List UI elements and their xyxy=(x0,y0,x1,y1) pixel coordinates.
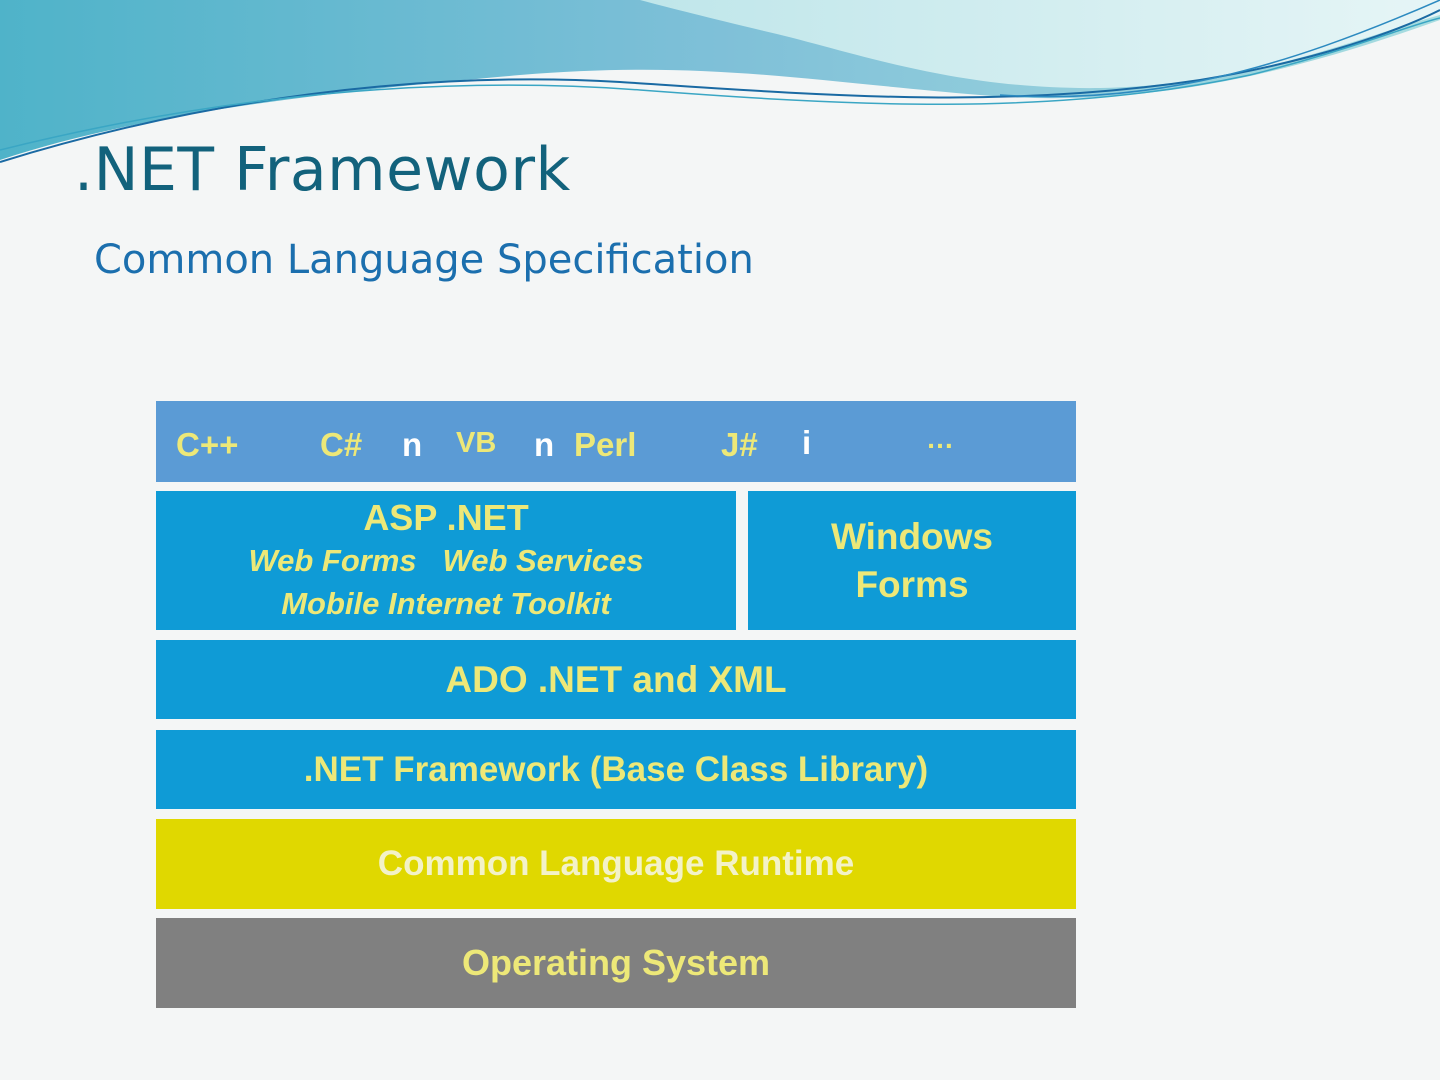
windows-forms-line1: Windows xyxy=(830,515,994,557)
operating-system-label: Operating System xyxy=(461,942,771,983)
asp-net-mobile-toolkit: Mobile Internet Toolkit xyxy=(281,585,611,621)
common-language-runtime-label: Common Language Runtime xyxy=(377,844,855,883)
language-ellipsis: … xyxy=(926,423,954,454)
windows-forms-layer: Windows Forms xyxy=(748,491,1076,630)
header-wave-decoration xyxy=(0,0,1440,163)
language-jsharp: J# xyxy=(721,426,758,463)
base-class-library-label: .NET Framework (Base Class Library) xyxy=(303,749,929,789)
language-vb: VB xyxy=(456,427,497,459)
language-bar: C++ C# n VB n Perl J# i … xyxy=(156,401,1076,482)
ado-net-xml-layer: ADO .NET and XML xyxy=(156,640,1076,719)
language-csharp: C# xyxy=(320,426,363,463)
language-fragment: i xyxy=(802,424,812,461)
base-class-library-layer: .NET Framework (Base Class Library) xyxy=(156,730,1076,809)
language-perl: Perl xyxy=(574,426,637,463)
operating-system-layer: Operating System xyxy=(156,918,1076,1008)
asp-net-layer: ASP .NET Web Forms Web Services Mobile I… xyxy=(156,491,736,630)
language-fragment: n xyxy=(402,426,423,463)
language-fragment: n xyxy=(534,426,555,463)
slide-title: .NET Framework xyxy=(74,135,571,205)
asp-net-title: ASP .NET xyxy=(363,496,529,538)
common-language-runtime-layer: Common Language Runtime xyxy=(156,819,1076,909)
asp-net-web-forms-services: Web Forms Web Services xyxy=(248,542,644,578)
windows-forms-line2: Forms xyxy=(855,563,969,605)
language-cpp: C++ xyxy=(176,426,239,463)
ado-net-xml-label: ADO .NET and XML xyxy=(445,658,787,700)
slide-subtitle: Common Language Specification xyxy=(94,237,754,283)
